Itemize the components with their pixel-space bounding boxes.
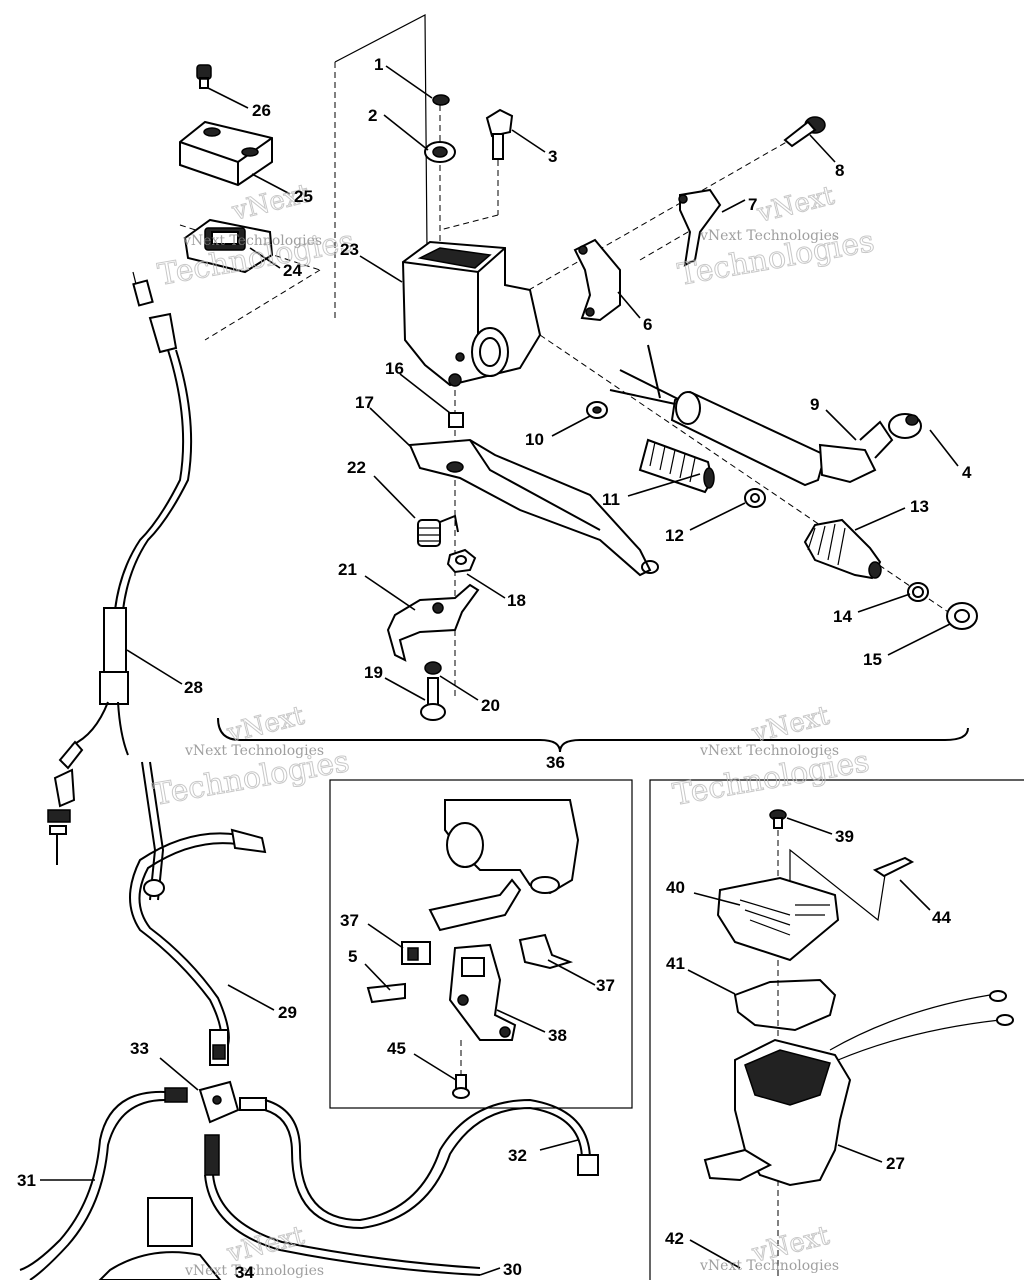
- callout-4: 4: [962, 463, 972, 482]
- callout-34: 34: [235, 1263, 254, 1280]
- hose-31: [19, 1090, 166, 1280]
- callout-37-left: 37: [340, 911, 359, 930]
- callout-13: 13: [910, 497, 929, 516]
- part-12-washer: [744, 488, 766, 508]
- hose-tee-33: [164, 1080, 267, 1176]
- callout-23: 23: [340, 240, 359, 259]
- part-18-nut: [446, 548, 477, 574]
- callout-10: 10: [525, 430, 544, 449]
- callout-41: 41: [666, 954, 685, 973]
- callout-19: 19: [364, 663, 383, 682]
- inset-switch-bracket-box: [329, 779, 633, 1109]
- cable-28-throttle: [47, 271, 193, 865]
- callout-38: 38: [548, 1026, 567, 1045]
- callout-39: 39: [835, 827, 854, 846]
- assembly-brace-36: [217, 717, 969, 753]
- part-34-bracket: [98, 1197, 222, 1280]
- part-1-washer: [432, 94, 450, 106]
- callout-6: 6: [643, 315, 652, 334]
- svg-text:vNext Technologies: vNext Technologies: [184, 1263, 324, 1279]
- callout-18: 18: [507, 591, 526, 610]
- callout-5: 5: [348, 947, 357, 966]
- part-19-bolt: [420, 677, 446, 721]
- leader-lines: [40, 65, 959, 1276]
- callout-45: 45: [387, 1039, 406, 1058]
- callout-12: 12: [665, 526, 684, 545]
- callout-40: 40: [666, 878, 685, 897]
- callout-27: 27: [886, 1154, 905, 1173]
- callout-2: 2: [368, 106, 377, 125]
- callout-42: 42: [665, 1229, 684, 1248]
- callout-17: 17: [355, 393, 374, 412]
- assembly-guide-lines: [179, 14, 961, 700]
- callout-14: 14: [833, 607, 852, 626]
- callout-labels: 1 2 3 4 23 26 25 24 6 7 8 9 10 11 12 13 …: [17, 55, 972, 1280]
- callout-20: 20: [481, 696, 500, 715]
- callout-9: 9: [810, 395, 819, 414]
- callout-31: 31: [17, 1171, 36, 1190]
- inset-reservoir-box: [649, 779, 1024, 1280]
- part-3-bolt: [485, 108, 514, 160]
- svg-text:vNext Technologies: vNext Technologies: [182, 233, 322, 249]
- callout-24: 24: [283, 261, 302, 280]
- callout-25: 25: [294, 187, 313, 206]
- part-11-boot: [638, 438, 715, 494]
- callout-1: 1: [374, 55, 383, 74]
- callout-21: 21: [338, 560, 357, 579]
- part-23-master-cylinder: [401, 240, 542, 387]
- callout-32: 32: [508, 1146, 527, 1165]
- svg-text:vNext: vNext: [753, 181, 837, 229]
- part-15-washer: [946, 602, 978, 630]
- part-17-brake-lever: [408, 438, 659, 577]
- callout-29: 29: [278, 1003, 297, 1022]
- part-6-clamp: [573, 238, 621, 322]
- callout-22: 22: [347, 458, 366, 477]
- svg-text:vNext Technologies: vNext Technologies: [699, 228, 839, 244]
- part-25-reservoir-cap: [179, 120, 273, 187]
- part-13-spring-assembly: [803, 518, 882, 580]
- part-16-bushing: [448, 412, 464, 428]
- callout-36: 36: [546, 753, 565, 772]
- part-20-nut: [424, 661, 442, 675]
- part-9-brake-light-switch: [609, 344, 922, 487]
- callout-16: 16: [385, 359, 404, 378]
- callout-11: 11: [602, 490, 620, 509]
- callout-3: 3: [548, 147, 557, 166]
- callout-7: 7: [748, 195, 757, 214]
- part-21-bracket: [386, 583, 480, 662]
- hose-29: [129, 761, 267, 1066]
- callout-26: 26: [252, 101, 271, 120]
- callout-33: 33: [130, 1039, 149, 1058]
- part-10-washer: [586, 401, 608, 419]
- callout-28: 28: [184, 678, 203, 697]
- callout-37-right: 37: [596, 976, 615, 995]
- svg-text:vNext: vNext: [223, 1221, 307, 1269]
- svg-text:vNext Technologies: vNext Technologies: [184, 743, 324, 759]
- part-14-washer: [907, 582, 929, 602]
- svg-text:vNext: vNext: [748, 701, 832, 749]
- callout-44: 44: [932, 908, 951, 927]
- hose-30: [204, 1174, 481, 1276]
- svg-text:vNext Technologies: vNext Technologies: [699, 1258, 839, 1274]
- callout-15: 15: [863, 650, 882, 669]
- svg-text:vNext: vNext: [223, 701, 307, 749]
- part-22-spring: [417, 514, 459, 547]
- part-26-screw: [196, 64, 212, 89]
- hose-32: [264, 1098, 599, 1230]
- svg-text:vNext Technologies: vNext Technologies: [699, 743, 839, 759]
- callout-8: 8: [835, 161, 844, 180]
- part-24-diaphragm: [183, 218, 274, 274]
- part-2-grommet: [424, 141, 456, 163]
- callout-30: 30: [503, 1260, 522, 1279]
- part-7-switch-bracket: [678, 188, 722, 267]
- part-8-screw: [783, 116, 826, 148]
